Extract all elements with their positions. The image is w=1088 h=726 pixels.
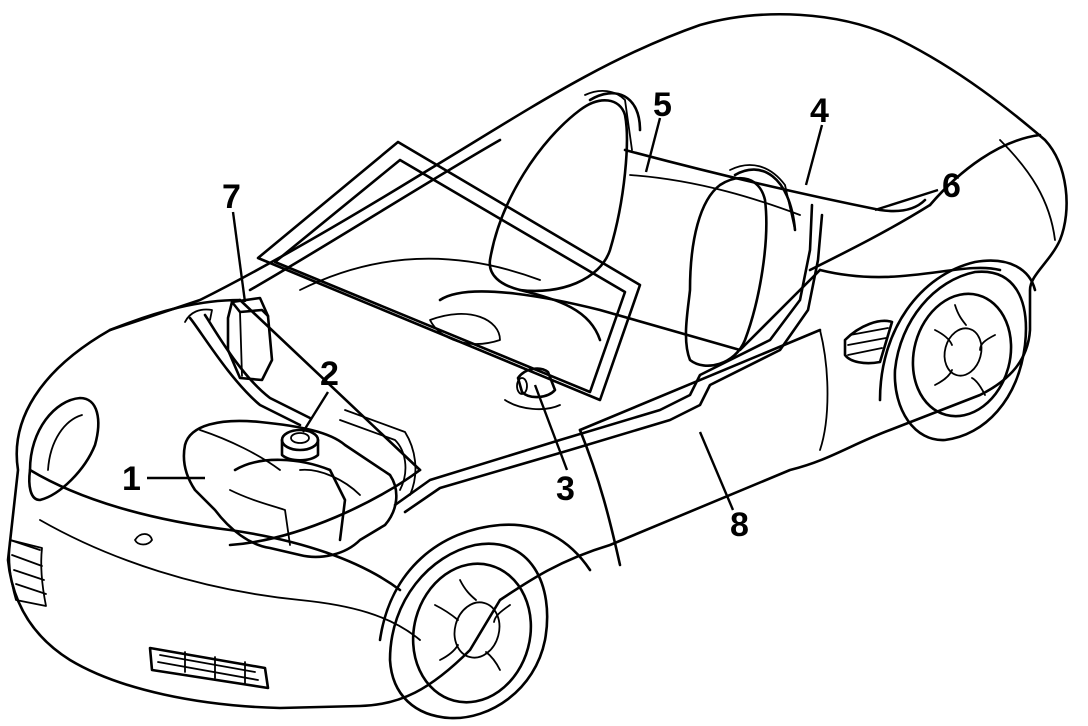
leader-2 [301, 391, 330, 433]
fuel-tank [182, 419, 398, 559]
leader-7 [231, 211, 247, 303]
carbon-canister [504, 367, 561, 411]
leader-8 [698, 431, 735, 511]
leader-4 [804, 124, 824, 186]
filler-neck [280, 428, 320, 462]
callout-4: 4 [810, 92, 829, 130]
callout-3: 3 [556, 470, 575, 508]
callout-7: 7 [222, 178, 241, 216]
callout-5: 5 [653, 86, 672, 124]
callout-1: 1 [122, 460, 141, 498]
callout-2: 2 [320, 355, 339, 393]
leader-5 [644, 117, 662, 173]
callout-6: 6 [942, 167, 961, 205]
seats [438, 89, 932, 368]
rear-body [818, 133, 1056, 365]
leader-3 [533, 384, 569, 471]
rear-wheel [878, 259, 1037, 442]
front-wheel [378, 523, 592, 720]
expansion-tank [226, 296, 274, 382]
fuel-lines [184, 203, 824, 514]
car-body [6, 12, 1068, 710]
leader-6 [874, 188, 939, 212]
callout-8: 8 [730, 506, 749, 544]
windshield-frame [256, 140, 642, 402]
leader-lines [147, 117, 939, 511]
callout-labels: 1 2 3 4 5 6 7 8 [122, 86, 961, 544]
